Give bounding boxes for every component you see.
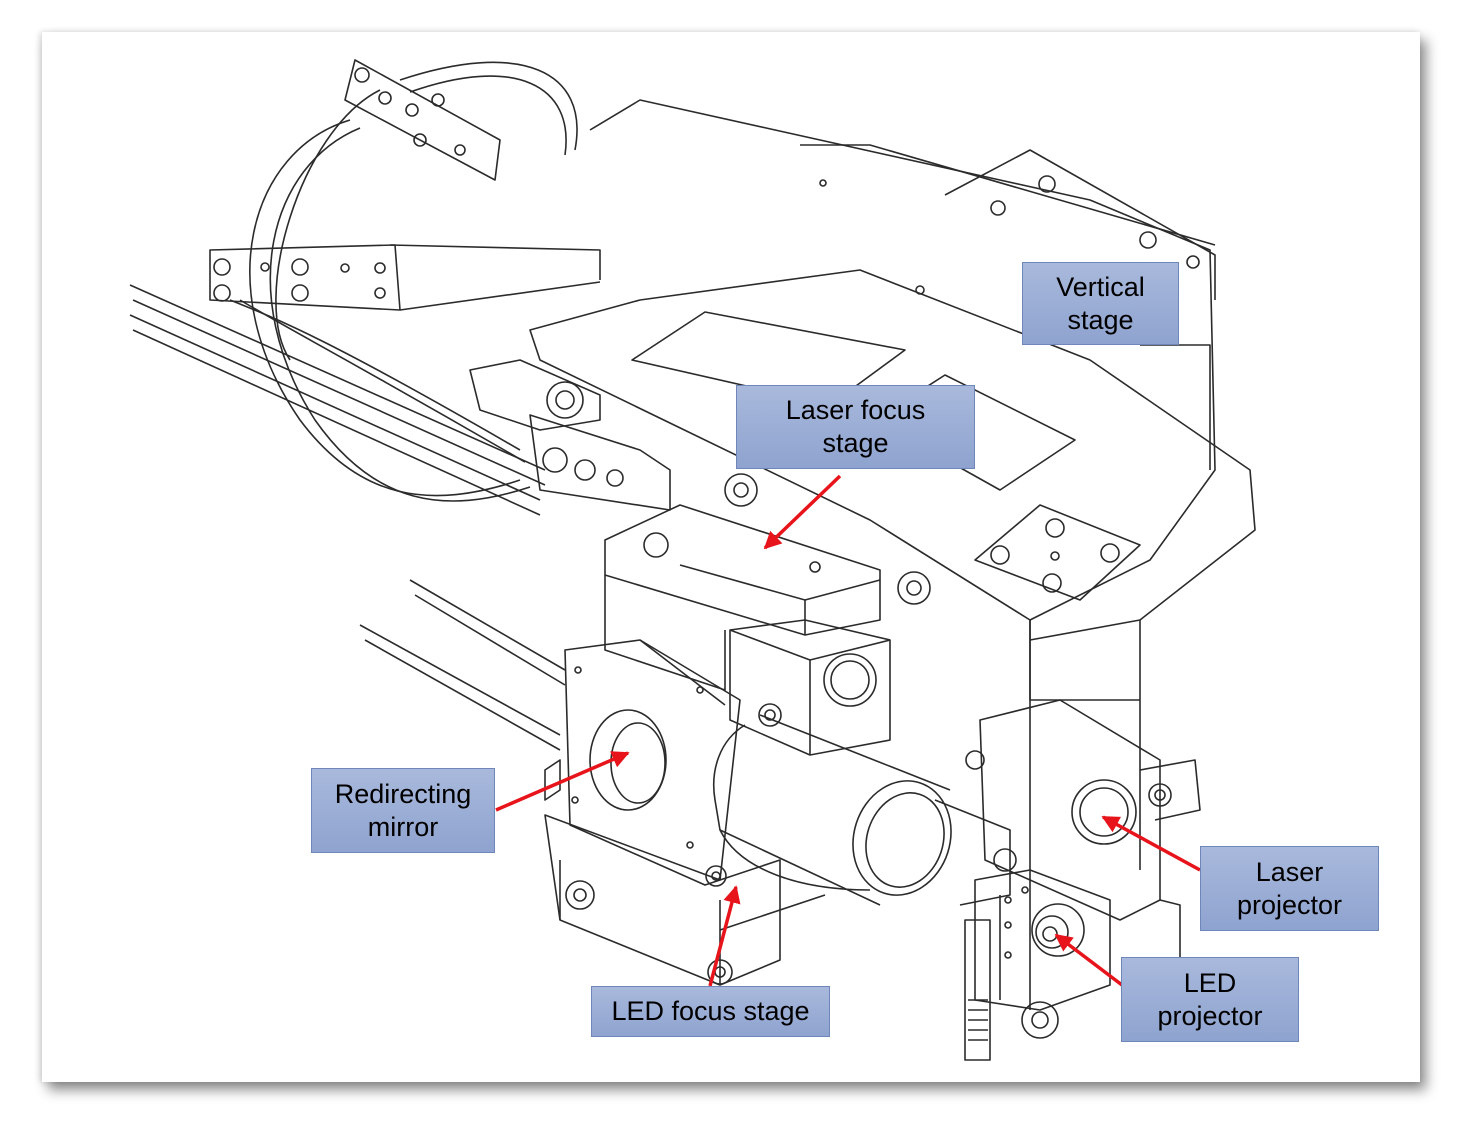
- arrow-led-projector: [1054, 933, 1124, 987]
- callout-laser-focus-stage-line2: stage: [822, 428, 889, 458]
- arrow-redirecting-mirror: [495, 751, 630, 812]
- assembly-outline: [129, 59, 1256, 1061]
- callout-laser-projector-line2: projector: [1236, 889, 1343, 920]
- arrow-led-focus-stage: [708, 885, 741, 987]
- arrow-laser-focus-stage: [763, 474, 842, 550]
- callout-led-projector-line1: LED: [1183, 967, 1237, 998]
- callout-led-projector: LED projector: [1121, 957, 1299, 1042]
- callout-redirecting-mirror: Redirecting mirror: [311, 768, 495, 853]
- callout-laser-projector: Laser projector: [1200, 846, 1379, 931]
- callout-redirecting-mirror-line2: mirror: [367, 811, 439, 842]
- callout-led-focus-stage: LED focus stage: [591, 986, 830, 1037]
- arrow-laser-projector: [1101, 815, 1201, 872]
- callout-redirecting-mirror-line1: Redirecting: [334, 778, 472, 809]
- callout-laser-projector-line1: Laser: [1255, 856, 1324, 887]
- callout-laser-focus-stage: Laser focus stage: [736, 385, 975, 469]
- callout-vertical-stage-line1: Vertical: [1056, 271, 1145, 302]
- callout-led-projector-line2: projector: [1157, 1000, 1263, 1031]
- callout-led-focus-stage-line1: LED focus stage: [611, 996, 810, 1026]
- callout-arrows: [495, 474, 1201, 987]
- callout-laser-focus-stage-line1: Laser focus: [785, 395, 926, 425]
- callout-vertical-stage: Vertical stage: [1022, 262, 1179, 345]
- callout-vertical-stage-line2: stage: [1067, 304, 1134, 335]
